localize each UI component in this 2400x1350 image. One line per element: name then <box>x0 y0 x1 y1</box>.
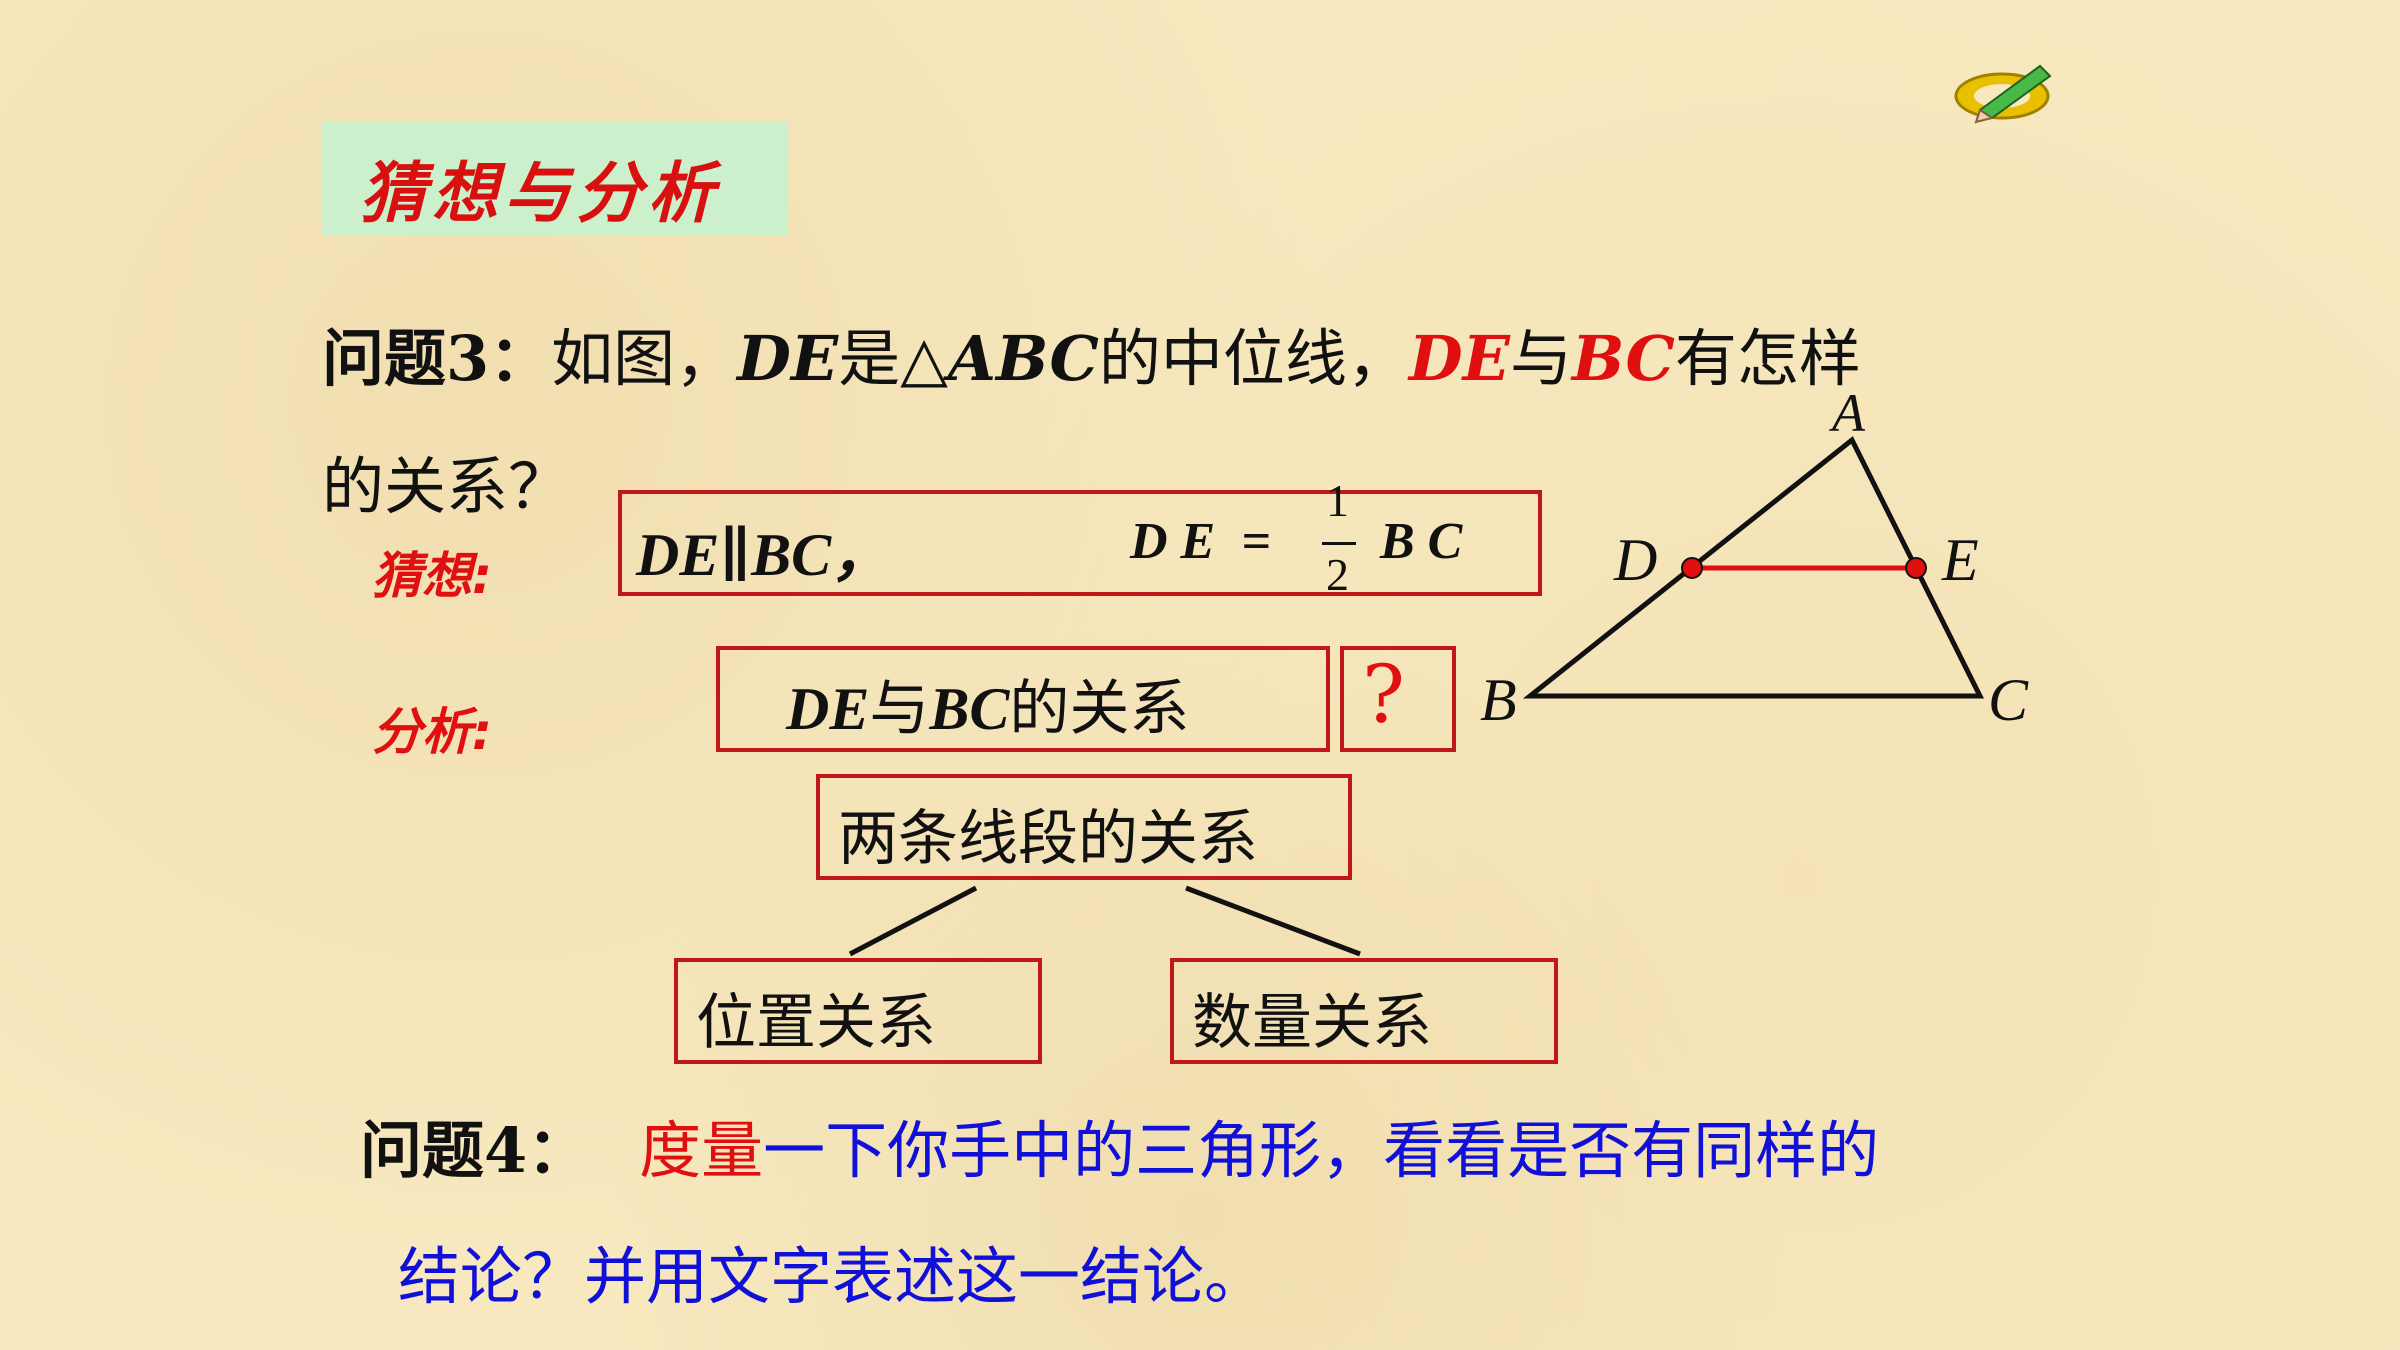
question-mark-icon: ? <box>1362 648 1405 741</box>
guess-label: 猜想: <box>372 547 492 605</box>
section-title: 猜想与分析 <box>360 155 720 232</box>
question-3-line-2: 的关系？ <box>322 450 571 523</box>
vertex-label-e: E <box>1942 527 1979 593</box>
tree-right-box <box>1170 958 1558 1064</box>
point-e <box>1905 557 1927 579</box>
guess-box <box>618 490 1542 596</box>
analysis-text: DE与BC的关系 <box>786 674 1190 744</box>
question-4-line-2: 结论？并用文字表述这一结论。 <box>398 1240 1267 1313</box>
tree-left-label: 位置关系 <box>696 988 936 1058</box>
tree-root-label: 两条线段的关系 <box>838 804 1258 874</box>
question-4-label: 问题4： <box>360 1114 590 1187</box>
vertex-label-b: B <box>1480 667 1517 733</box>
fraction-bar <box>1322 542 1356 545</box>
question-mark-box <box>1340 646 1456 752</box>
guess-parallel: DE∥BC， <box>636 522 892 588</box>
question-3-label: 问题3： <box>322 322 552 395</box>
guess-equation-right: B C <box>1380 513 1463 570</box>
vertex-label-d: D <box>1614 527 1658 593</box>
question-3-line-1: 问题3：如图，DE是△ABC的中位线，DE与BC有怎样 <box>322 322 1861 395</box>
tree-right-label: 数量关系 <box>1192 988 1432 1058</box>
guess-fraction-numerator: 1 <box>1326 475 1349 526</box>
tree-root-box <box>816 774 1352 880</box>
analysis-label: 分析: <box>372 703 492 761</box>
tree-connector-left <box>848 885 978 957</box>
tree-left-box <box>674 958 1042 1064</box>
tree-connector-right <box>1185 885 1361 957</box>
pencil-logo-icon <box>1954 64 2052 124</box>
analysis-box <box>716 646 1330 752</box>
section-title-box <box>322 122 788 236</box>
guess-equation-left: D E = <box>1130 513 1271 570</box>
point-d <box>1681 557 1703 579</box>
vertex-label-c: C <box>1988 667 2029 733</box>
guess-fraction-denominator: 2 <box>1326 549 1349 600</box>
question-4-line-1: 问题4：度量一下你手中的三角形，看看是否有同样的 <box>360 1114 1880 1187</box>
vertex-label-a: A <box>1832 383 1865 443</box>
